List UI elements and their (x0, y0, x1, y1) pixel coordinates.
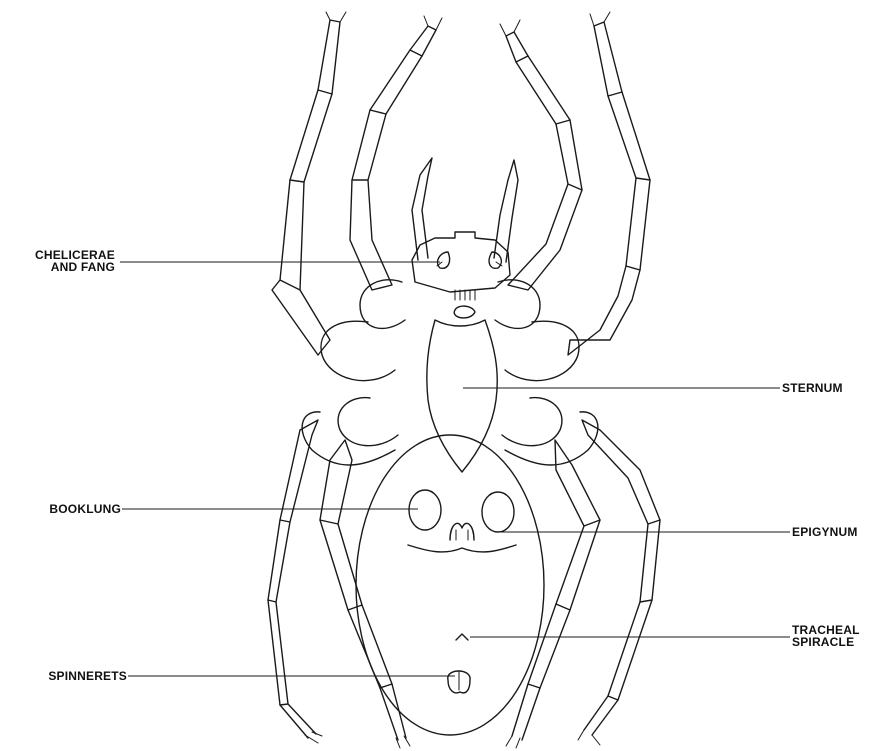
chelicerae-and-fang (412, 232, 510, 300)
epigynum (408, 523, 516, 552)
abdomen (356, 435, 544, 735)
chelicerae-label-line2: AND FANG (35, 261, 115, 273)
left-leg-3 (320, 398, 410, 748)
labium (454, 306, 475, 318)
sternum-label: STERNUM (782, 382, 843, 394)
right-leg-4 (505, 412, 660, 745)
sternum (427, 320, 497, 472)
booklung-right (482, 492, 514, 532)
booklung-label: BOOKLUNG (49, 503, 121, 515)
right-leg-2 (505, 12, 650, 381)
chelicerae-and-fang-label: CHELICERAE AND FANG (35, 249, 115, 273)
left-leg-2 (272, 12, 395, 381)
right-leg-1 (495, 20, 582, 328)
spinnerets-label: SPINNERETS (48, 670, 127, 682)
right-leg-3 (502, 398, 600, 748)
tracheal-spiracle (456, 634, 468, 640)
tracheal-label-line2: SPIRACLE (792, 636, 860, 648)
right-pedipalp (494, 160, 518, 262)
booklung-left (409, 490, 441, 530)
epigynum-label: EPIGYNUM (792, 526, 858, 538)
left-leg-4 (268, 412, 395, 743)
tracheal-spiracle-label: TRACHEAL SPIRACLE (792, 624, 860, 648)
spinnerets (448, 671, 470, 693)
